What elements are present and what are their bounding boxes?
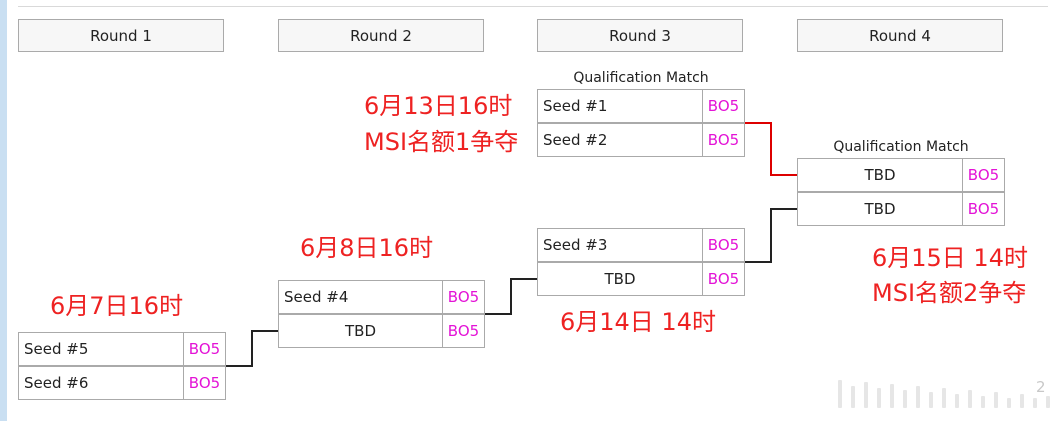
note-r4-title: MSI名额2争夺 [872, 279, 1027, 307]
note-r2-time: 6月8日16时 [300, 234, 434, 262]
slot-r2-bottom[interactable]: TBD BO5 [278, 314, 485, 348]
team-name: Seed #6 [24, 374, 89, 392]
slot-r2-top[interactable]: Seed #4 BO5 [278, 280, 485, 314]
slot-r3-bottom[interactable]: TBD BO5 [537, 262, 745, 296]
team-name: Seed #4 [284, 288, 349, 306]
connector-r1-to-r2 [226, 330, 278, 367]
round-4-header[interactable]: Round 4 [797, 19, 1003, 52]
team-name: TBD [864, 200, 896, 218]
match-format: BO5 [442, 315, 484, 347]
team-name: Seed #5 [24, 340, 89, 358]
connector-r3-to-r4 [745, 208, 797, 263]
match-format: BO5 [183, 367, 225, 399]
connector-r3q-to-r4 [745, 122, 797, 176]
slot-r3q-top[interactable]: Seed #1 BO5 [537, 89, 745, 123]
team-name: TBD [864, 166, 896, 184]
left-rail [0, 0, 7, 421]
slot-r1-top[interactable]: Seed #5 BO5 [18, 332, 226, 366]
note-r3-time: 6月14日 14时 [560, 308, 716, 336]
match-format: BO5 [183, 333, 225, 365]
team-name: Seed #2 [543, 131, 608, 149]
match-format: BO5 [442, 281, 484, 313]
note-r3q-title: MSI名额1争夺 [364, 128, 519, 156]
watermark-dots [838, 380, 1056, 408]
watermark-digit: 2 [1036, 378, 1046, 396]
connector-r2-to-r3 [485, 278, 537, 315]
team-name: Seed #1 [543, 97, 608, 115]
slot-r4-top[interactable]: TBD BO5 [797, 158, 1005, 192]
team-name: Seed #3 [543, 236, 608, 254]
slot-r1-bottom[interactable]: Seed #6 BO5 [18, 366, 226, 400]
slot-r3-top[interactable]: Seed #3 BO5 [537, 228, 745, 262]
match-format: BO5 [962, 159, 1004, 191]
top-divider [18, 6, 1048, 7]
slot-r3q-bottom[interactable]: Seed #2 BO5 [537, 123, 745, 157]
note-r4-time: 6月15日 14时 [872, 244, 1028, 272]
note-r3q-time: 6月13日16时 [364, 92, 513, 120]
team-name: TBD [344, 322, 376, 340]
round-3-header[interactable]: Round 3 [537, 19, 743, 52]
match-format: BO5 [702, 124, 744, 156]
match-label-r3: Qualification Match [573, 70, 709, 86]
match-format: BO5 [702, 229, 744, 261]
note-r1-time: 6月7日16时 [50, 292, 184, 320]
round-2-header[interactable]: Round 2 [278, 19, 484, 52]
match-format: BO5 [702, 90, 744, 122]
slot-r4-bottom[interactable]: TBD BO5 [797, 192, 1005, 226]
match-format: BO5 [962, 193, 1004, 225]
match-label-r4: Qualification Match [833, 139, 969, 155]
match-format: BO5 [702, 263, 744, 295]
round-1-header[interactable]: Round 1 [18, 19, 224, 52]
team-name: TBD [604, 270, 636, 288]
